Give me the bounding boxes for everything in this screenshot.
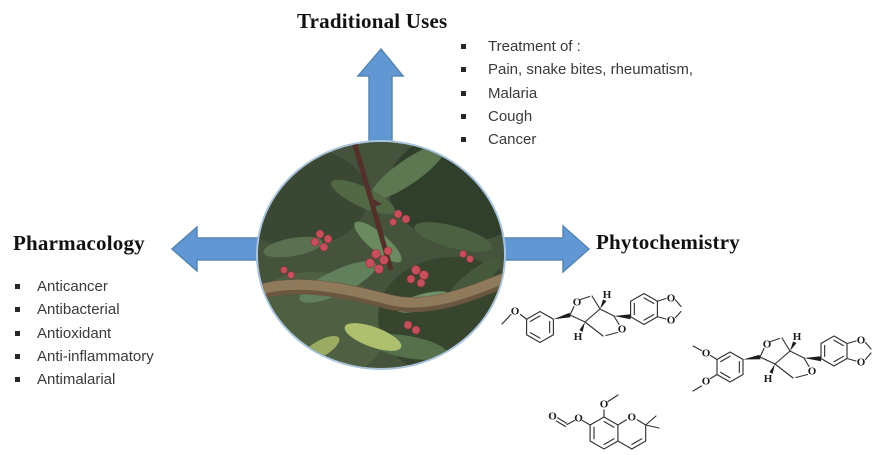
list-item-label: Antimalarial [37,371,116,389]
bullet-square-icon [15,377,20,383]
list-item: Cancer [461,130,693,153]
list-item-label: Cancer [488,131,537,149]
oxygen-label: O [702,348,711,360]
list-item-label: Cough [488,107,533,125]
list-item: Antimalarial [15,370,154,393]
oxygen-label: O [511,306,520,318]
list-item-label: Treatment of : [488,38,581,55]
list-item: Antibacterial [15,300,154,323]
list-item: Anticancer [15,277,154,300]
stereo-wedge [553,312,571,320]
bullet-square-icon [15,353,20,359]
bullet-square-icon [15,284,20,289]
bullet-square-icon [15,330,20,336]
oxygen-label: O [600,399,609,411]
title-traditional-uses: Traditional Uses [297,9,448,33]
traditional-uses-list: Treatment of : Pain, snake bites, rheuma… [461,37,693,153]
hydrogen-label: H [603,289,612,301]
stereo-wedge [579,322,585,332]
stereo-wedge [804,356,821,362]
lignan-structure-2-drawing: O O O O H H O O [692,331,872,392]
oxygen-label: O [702,376,711,388]
hydrogen-label: H [574,331,583,343]
oxygen-label: O [857,335,866,347]
oxygen-label: O [574,413,583,425]
stereo-wedge [790,341,797,351]
lignan-structure-1-drawing: O O O H H O O [501,289,682,344]
oxygen-label: O [667,293,676,305]
oxygen-label: O [548,411,557,423]
oxygen-label: O [763,339,772,351]
list-item: Anti-inflammatory [15,347,154,370]
bullet-square-icon [461,67,466,73]
list-item: Treatment of : [461,37,693,60]
plant-photo [256,140,506,370]
title-pharmacology: Pharmacology [13,231,145,255]
list-item-label: Antibacterial [37,301,120,319]
hydrogen-label: H [764,373,773,385]
oxygen-label: O [857,357,866,369]
stereo-wedge [769,364,775,374]
hydrogen-label: H [793,331,802,343]
list-item: Cough [461,107,693,130]
berry-clusters [280,209,474,335]
oxygen-label: O [628,412,637,424]
list-item-label: Malaria [488,84,538,102]
stereo-wedge [743,354,761,360]
bullet-square-icon [461,137,466,143]
oxygen-label: O [573,297,582,309]
bullet-square-icon [461,90,466,96]
list-item-label: Pain, snake bites, rheumatism, [488,61,694,79]
title-phytochemistry: Phytochemistry [596,230,740,254]
chromene-structure-drawing: O O O O [548,394,660,450]
stereo-wedge [614,314,631,320]
bullet-square-icon [15,307,20,313]
list-item: Pain, snake bites, rheumatism, [461,60,693,83]
list-item-label: Antioxidant [37,324,112,342]
list-item: Antioxidant [15,324,154,347]
bullet-square-icon [461,44,466,49]
plant-photo-drawing [258,142,504,368]
list-item-label: Anticancer [37,278,108,295]
list-item-label: Anti-inflammatory [37,347,154,365]
bullet-square-icon [461,113,466,119]
stereo-wedge [600,299,607,309]
oxygen-label: O [667,315,676,327]
pharmacology-list: Anticancer Antibacterial Antioxidant Ant… [15,277,154,393]
oxygen-label: O [618,324,627,336]
oxygen-label: O [808,366,817,378]
list-item: Malaria [461,84,693,107]
